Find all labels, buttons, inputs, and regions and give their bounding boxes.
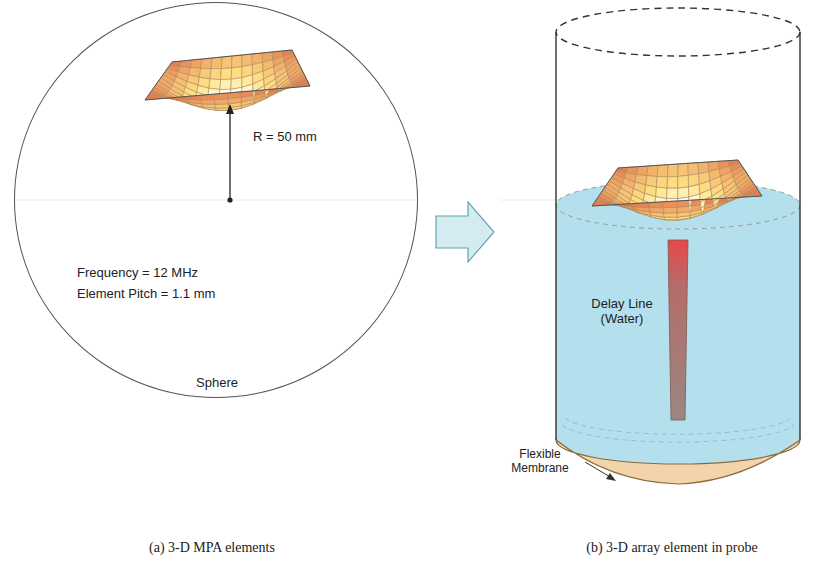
surface-outline — [145, 50, 310, 100]
guide-line — [500, 200, 560, 201]
beam — [668, 240, 688, 420]
array-element — [688, 163, 699, 176]
array-element — [637, 166, 649, 176]
surface-outline — [592, 160, 762, 206]
array-element — [220, 79, 231, 89]
array-element — [665, 218, 678, 220]
array-surface — [145, 50, 310, 110]
radius-arrow — [229, 112, 230, 200]
node-text: R = 50 mm — [253, 129, 317, 144]
inner-dash — [565, 418, 791, 434]
node-text: Frequency = 12 MHz — [77, 265, 198, 280]
array-element — [678, 187, 689, 199]
array-element — [657, 165, 668, 177]
array-surface — [592, 160, 762, 220]
water — [556, 205, 800, 464]
array-element — [667, 176, 678, 188]
cylinder-top — [556, 8, 800, 56]
caption: (b) 3-D array element in probe — [586, 540, 757, 556]
arrow-head — [606, 473, 616, 481]
array-element — [210, 69, 221, 80]
leader-line — [585, 462, 612, 478]
array-element — [221, 56, 232, 69]
center-dot — [227, 197, 232, 202]
array-element — [201, 100, 215, 105]
node-text: Delay Line (Water) — [582, 296, 662, 326]
caption: (a) 3-D MPA elements — [149, 540, 275, 556]
array-element — [221, 68, 232, 80]
array-element — [649, 208, 663, 213]
array-element — [232, 55, 242, 68]
array-element — [663, 207, 677, 213]
array-element — [188, 100, 202, 104]
array-element — [201, 58, 212, 69]
node-text: Sphere — [196, 375, 238, 390]
array-element — [647, 165, 658, 176]
block-arrow — [436, 202, 494, 262]
membrane — [556, 440, 800, 484]
array-element — [211, 57, 222, 69]
cylinder-wall — [799, 32, 800, 440]
array-element — [678, 163, 688, 176]
cylinder-wall — [555, 32, 556, 440]
arrow-head — [226, 104, 234, 114]
part-label: Flexible Membrane — [500, 447, 580, 475]
sphere-outline: R = 50 mm Frequency = 12 MHzElement Pitch… — [14, 2, 418, 398]
array-element — [231, 67, 242, 80]
array-element — [667, 188, 678, 199]
delay-line-region: Delay Line (Water) — [570, 290, 670, 340]
array-element — [656, 177, 667, 189]
array-element — [209, 79, 221, 90]
array-element — [664, 213, 678, 217]
array-element — [668, 164, 678, 177]
inner-dash — [562, 425, 794, 442]
array-element — [678, 175, 689, 188]
node-text: Element Pitch = 1.1 mm — [77, 286, 215, 301]
array-element — [664, 217, 677, 220]
equator-line — [14, 200, 416, 201]
